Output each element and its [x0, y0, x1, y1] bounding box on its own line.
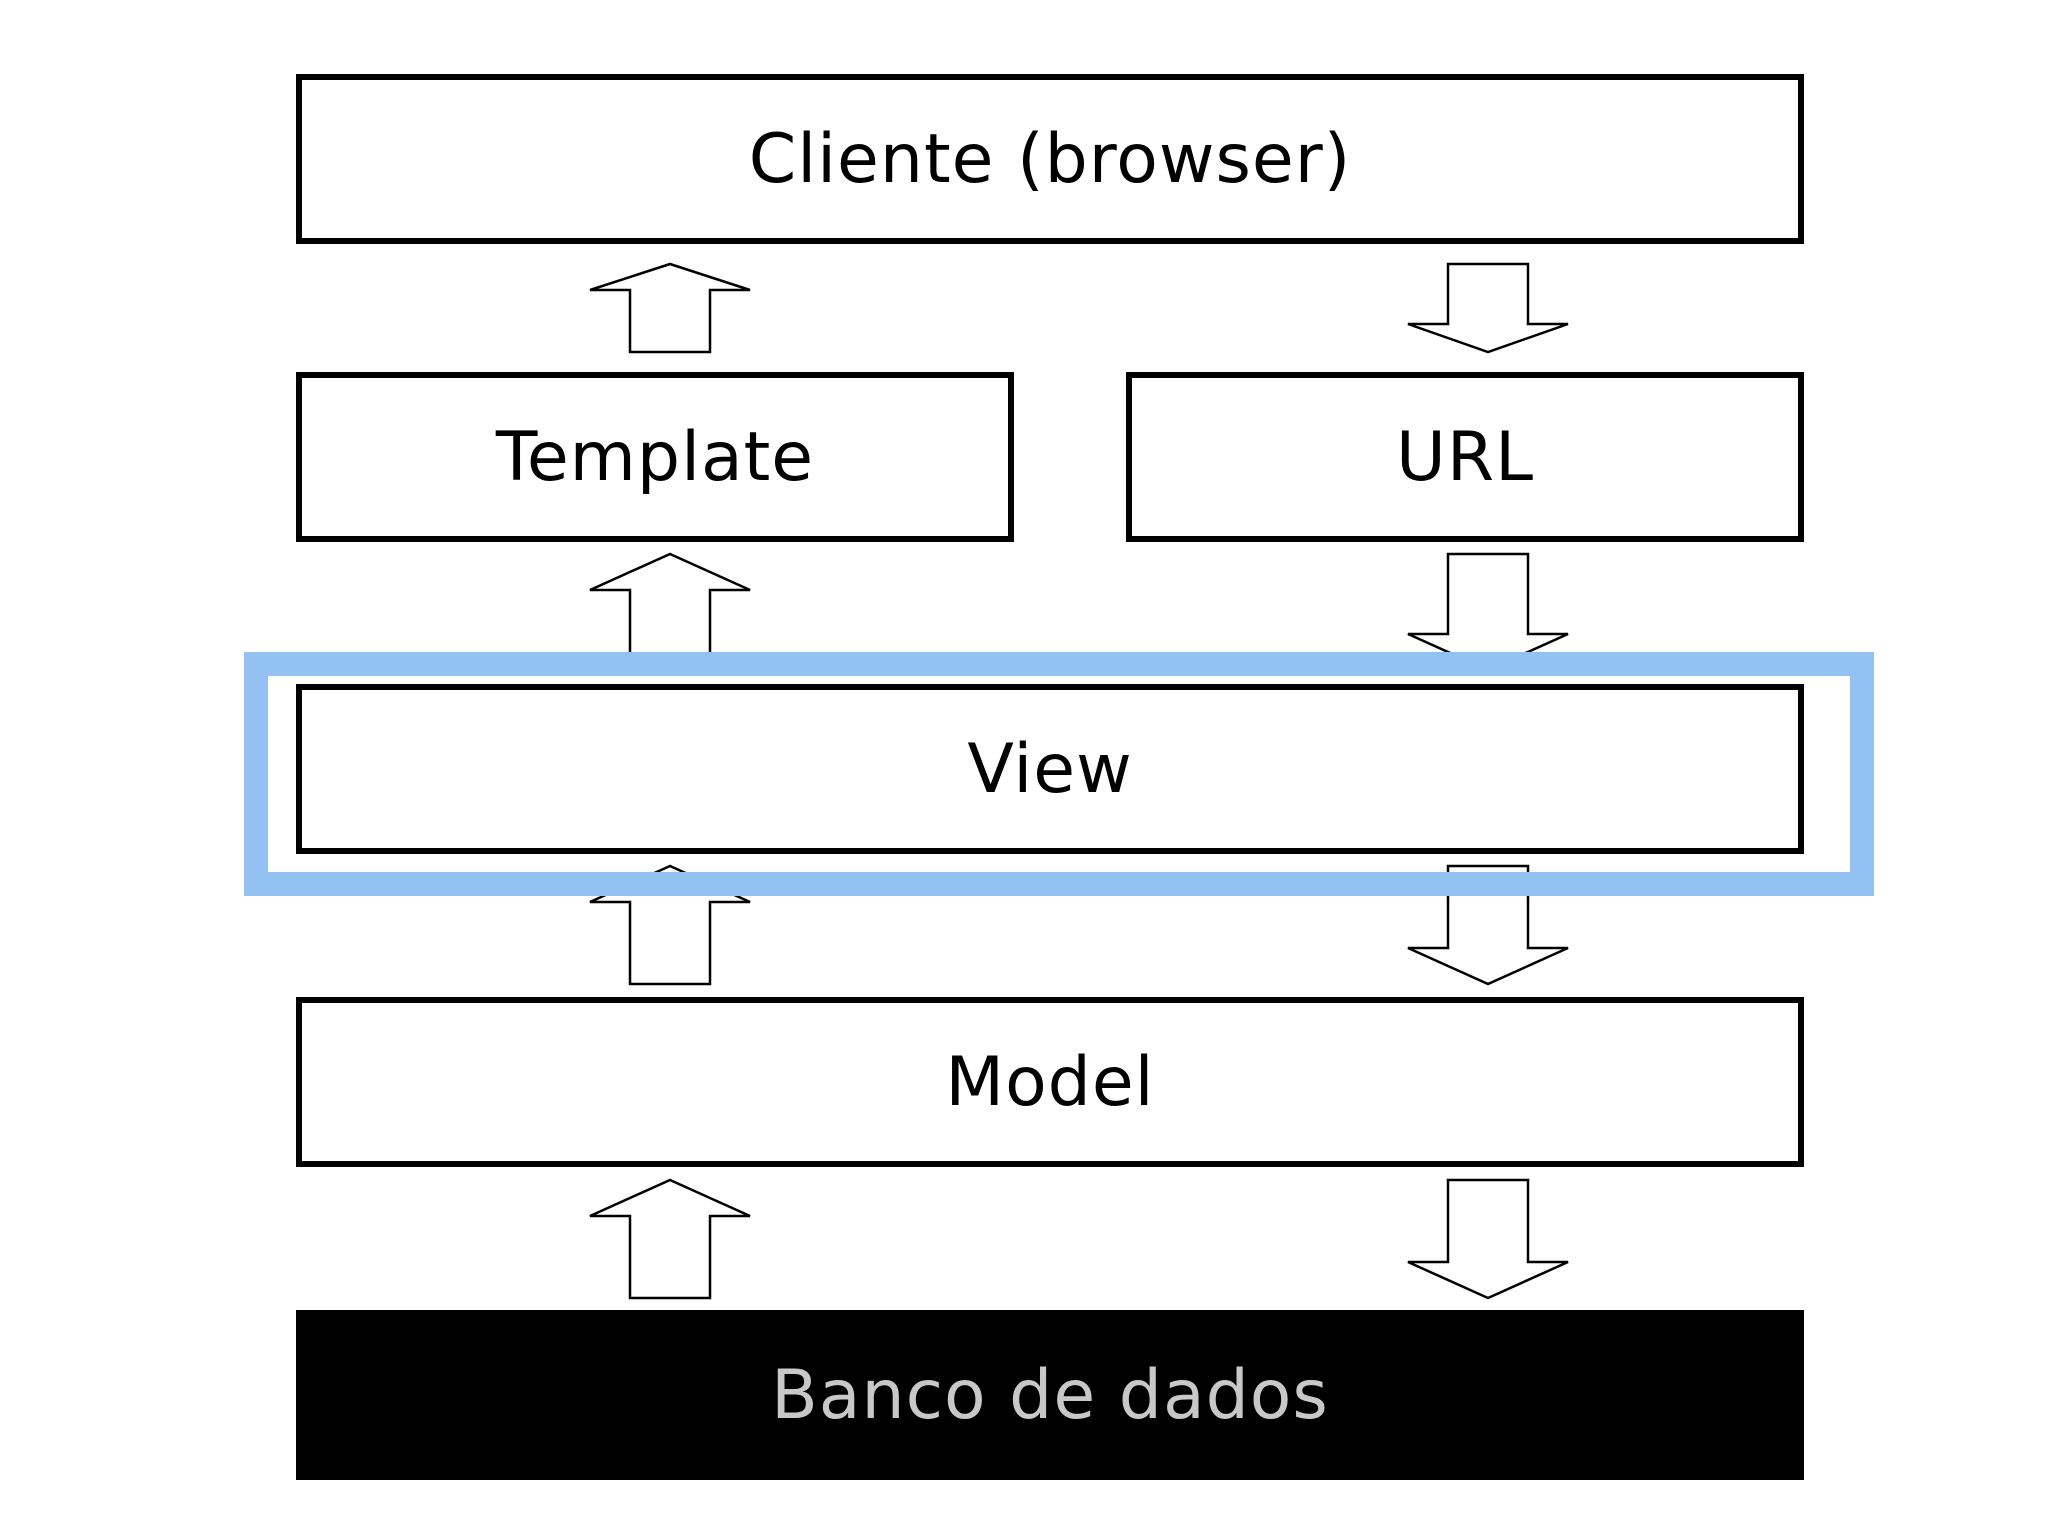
up-arrow-icon: [589, 1178, 751, 1300]
down-arrow-icon: [1407, 552, 1569, 672]
template-box: Template: [296, 372, 1014, 542]
url-box: URL: [1126, 372, 1804, 542]
down-arrow-icon: [1407, 864, 1569, 986]
up-arrow-icon: [589, 552, 751, 672]
down-arrow-icon: [1407, 262, 1569, 354]
client-label: Cliente (browser): [748, 119, 1352, 199]
model-label: Model: [945, 1042, 1155, 1122]
down-arrow-icon: [1407, 1178, 1569, 1300]
database-box: Banco de dados: [296, 1310, 1804, 1480]
up-arrow-icon: [589, 262, 751, 354]
template-label: Template: [495, 417, 815, 497]
client-box: Cliente (browser): [296, 74, 1804, 244]
url-label: URL: [1396, 417, 1534, 497]
model-box: Model: [296, 997, 1804, 1167]
view-label: View: [967, 729, 1133, 809]
view-box: View: [296, 684, 1804, 854]
up-arrow-icon: [589, 864, 751, 986]
database-label: Banco de dados: [771, 1355, 1329, 1435]
